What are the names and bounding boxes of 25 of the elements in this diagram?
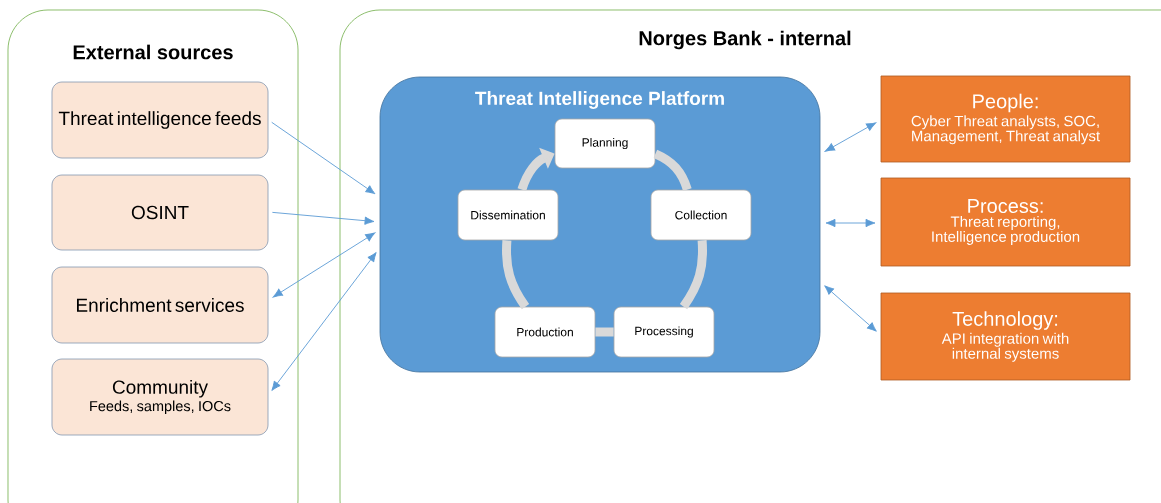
- category-box: Technology: API integration with internal systems: [880, 292, 1131, 381]
- cycle-step-box: Collection: [650, 189, 752, 241]
- group-title: Norges Bank - internal: [639, 30, 851, 50]
- arrow: [272, 232, 376, 298]
- arrow: [824, 122, 877, 152]
- cycle-step-box: Planning: [554, 118, 656, 169]
- platform-title: Threat Intelligence Platform: [475, 91, 724, 109]
- arrow: [825, 218, 876, 228]
- arrow: [824, 285, 877, 332]
- arrow: [271, 211, 375, 225]
- source-box: Enrichment services: [51, 266, 269, 344]
- source-box: Threat intelligence feeds: [51, 81, 269, 159]
- arrow: [271, 121, 376, 195]
- category-box: Process: Threat reporting, Intelligence production: [880, 177, 1131, 267]
- group-panel: [339, 9, 1161, 503]
- cycle-step-box: Production: [494, 306, 596, 358]
- group-panel: [7, 9, 299, 503]
- cycle-step-box: Dissemination: [457, 189, 559, 241]
- category-box: People: Cyber Threat analysts, SOC, Management, Threat analyst: [880, 75, 1131, 163]
- cycle-arrow: [517, 147, 555, 192]
- source-box: OSINT: [51, 174, 269, 251]
- group-title: External sources: [73, 44, 233, 60]
- source-box: Community Feeds, samples, IOCs: [51, 358, 269, 436]
- cycle-step-box: Processing: [613, 306, 715, 358]
- arrow: [271, 252, 377, 391]
